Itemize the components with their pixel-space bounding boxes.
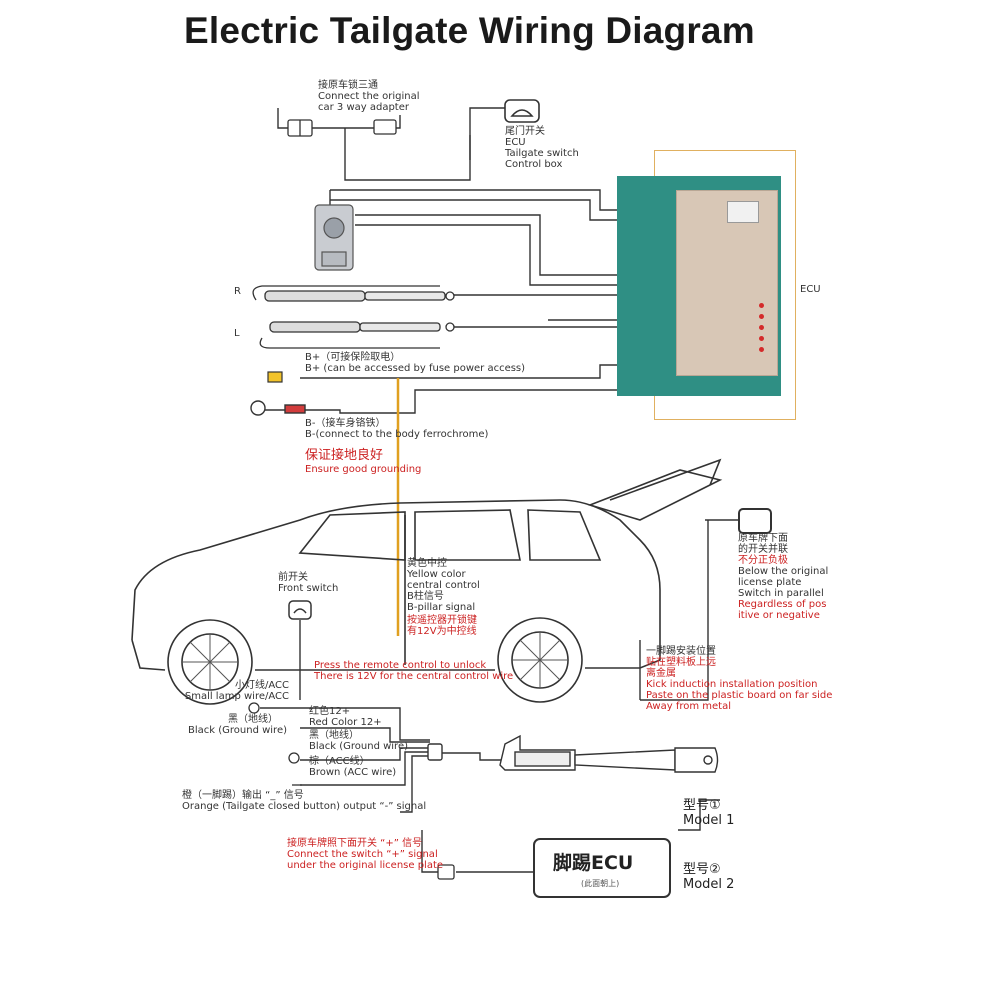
front-switch-icon <box>288 600 312 620</box>
ecu-led <box>759 314 764 319</box>
fuse-holder <box>267 371 283 383</box>
adapter-wire-left <box>277 108 290 129</box>
kick-ecu-title: 脚踢ECU <box>553 852 634 874</box>
ground-ring-terminal <box>250 400 306 416</box>
adapter-label: 接原车锁三通 Connect the original car 3 way ad… <box>318 80 420 113</box>
kick-ecu-box: 脚踢ECU (此面朝上) <box>533 838 671 898</box>
model1-label: 型号① Model 1 <box>683 798 735 828</box>
brown-wire <box>300 751 430 786</box>
ecu-led <box>759 325 764 330</box>
strut-right-label: R <box>234 286 241 297</box>
diagram-title: Electric Tailgate Wiring Diagram <box>184 10 755 51</box>
latch-wire-1 <box>355 214 625 276</box>
kick-sensor-model2-connector <box>437 864 455 880</box>
black-ground-label: 黑（地线） Black (Ground wire) <box>309 730 408 752</box>
license-switch-label: 原车牌下面 的开关并联 不分正负极 Below the original lic… <box>738 533 829 621</box>
ecu-led <box>759 347 764 352</box>
latch-wire-2 <box>355 224 625 286</box>
tailgate-switch-label: 尾门开关 ECU Tailgate switch Control box <box>505 126 579 170</box>
black-ground-left-label: 黑（地线） Black (Ground wire) <box>188 714 287 736</box>
remote-unlock-en-note: Press the remote control to unlock There… <box>314 660 514 682</box>
tailgate-latch <box>314 204 354 271</box>
kick-ecu-subtitle: (此面朝上) <box>581 879 620 888</box>
model2-label: 型号② Model 2 <box>683 862 735 892</box>
kick-sensor-model1 <box>427 734 719 773</box>
orange-wire <box>400 755 430 813</box>
lamp-wire <box>260 707 430 741</box>
central-control-label: 黄色中控 Yellow color central control B柱信号 B… <box>407 558 480 613</box>
b-minus-label: B-（接车身铬铁） B-(connect to the body ferroch… <box>305 418 489 440</box>
grounding-note: 保证接地良好 Ensure good grounding <box>305 448 422 475</box>
strut-left <box>259 321 455 349</box>
license-plus-wire <box>421 830 440 873</box>
brown-acc-label: 棕（ACC线） Brown (ACC wire) <box>309 756 397 778</box>
model1-leader <box>678 799 720 831</box>
red-12-label: 红色12+ Red Color 12+ <box>309 706 382 728</box>
ground-wire <box>300 747 430 761</box>
license-plate-switch-icon <box>738 508 772 534</box>
strut-left-label: L <box>234 328 240 339</box>
ecu-barcode-label <box>727 201 759 223</box>
kick-position-label: 一脚踢安装位置 贴在塑料板上远 离金属 Kick induction insta… <box>646 646 833 712</box>
license-plus-note: 接原车牌照下面开关 “+” 信号 Connect the switch “+” … <box>287 838 444 871</box>
orange-signal-label: 橙（一脚踢）输出 “_” 信号 Orange (Tailgate closed … <box>182 790 427 812</box>
ground-wire-left <box>300 727 430 743</box>
adapter-to-switch-wire <box>344 107 505 181</box>
tailgate-switch-icon <box>504 99 540 123</box>
ecu-label: ECU <box>800 284 821 295</box>
ecu-led <box>759 303 764 308</box>
remote-unlock-cn-note: 按遥控器开锁键 有12V为中控线 <box>407 615 477 637</box>
front-switch-label: 前开关 Front switch <box>278 572 339 594</box>
model1-connector-wire <box>440 752 505 761</box>
car-wheel-spokes <box>182 632 568 690</box>
ecu-led <box>759 336 764 341</box>
b-minus-wire <box>265 380 621 414</box>
main-harness-wire-2 <box>330 199 640 221</box>
b-plus-label: B+（可接保险取电） B+ (can be accessed by fuse p… <box>305 352 526 374</box>
adapter-connector <box>287 119 397 137</box>
ground-terminals <box>248 702 302 786</box>
small-lamp-label: 小灯线/ACC Small lamp wire/ACC <box>184 680 289 702</box>
strut-right <box>252 285 455 302</box>
adapter-wire-right <box>312 115 401 129</box>
